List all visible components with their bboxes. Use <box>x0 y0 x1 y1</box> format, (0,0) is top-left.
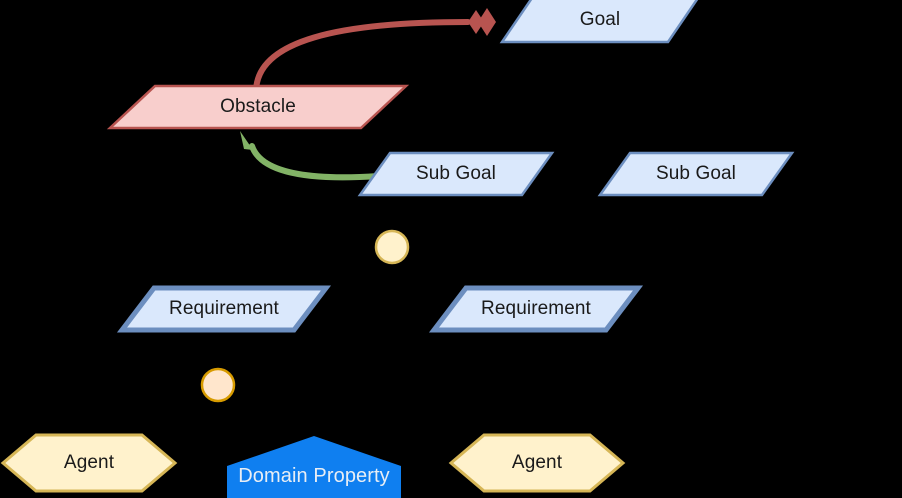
requirement-right-shape <box>428 285 644 333</box>
obstacle-label: Obstacle <box>220 96 296 117</box>
node-agent-left[interactable]: Agent <box>0 432 178 494</box>
agent-left-shape <box>0 433 178 493</box>
obstacle-shape <box>106 84 410 130</box>
domain-property-label: Domain Property <box>238 464 390 487</box>
requirement-left-shape <box>116 285 332 333</box>
agent-right-label: Agent <box>511 452 563 473</box>
node-refinement-upper[interactable] <box>373 228 411 266</box>
refinement-lower-circle <box>200 367 236 403</box>
domain-property-shape <box>227 436 401 498</box>
goal-label: Goal <box>579 9 621 30</box>
edge-obstruction[interactable] <box>253 8 496 95</box>
refinement-upper-circle <box>374 229 410 265</box>
node-goal[interactable]: Goal <box>499 0 700 44</box>
node-obstacle[interactable]: Obstacle <box>106 83 410 131</box>
sub-goal-left-shape <box>357 151 555 197</box>
node-agent-right[interactable]: Agent <box>448 432 626 494</box>
sub-goal-left-label: Sub Goal <box>415 163 497 184</box>
sub-goal-right-shape <box>597 151 795 197</box>
agent-left-label: Agent <box>63 452 115 473</box>
requirement-right-label: Requirement <box>481 298 591 319</box>
node-sub-goal-left[interactable]: Sub Goal <box>357 150 555 198</box>
goal-shape <box>499 0 699 44</box>
requirement-left-label: Requirement <box>169 298 279 319</box>
node-domain-property[interactable]: Domain Property <box>227 436 401 498</box>
node-refinement-lower[interactable] <box>199 366 237 404</box>
double-diamond-marker <box>468 8 496 36</box>
agent-right-shape <box>448 433 626 493</box>
node-requirement-right[interactable]: Requirement <box>428 284 644 334</box>
node-requirement-left[interactable]: Requirement <box>116 284 332 334</box>
node-sub-goal-right[interactable]: Sub Goal <box>597 150 795 198</box>
sub-goal-right-label: Sub Goal <box>655 163 737 184</box>
